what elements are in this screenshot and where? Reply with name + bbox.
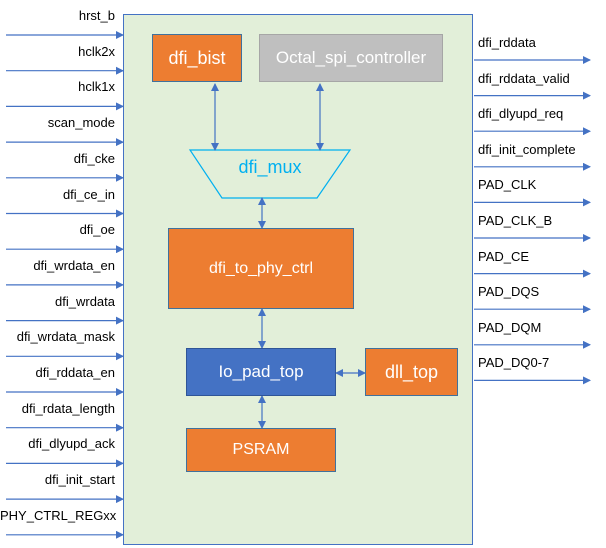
dll-top-block: dll_top [365, 348, 458, 396]
io-pad-top-block: Io_pad_top [186, 348, 336, 396]
psram-block: PSRAM [186, 428, 336, 472]
input-signal-label: scan_mode [47, 115, 115, 131]
output-signal-label: PAD_DQ0-7 [478, 355, 550, 371]
input-signal-label: dfi_oe [79, 222, 115, 238]
input-signal-label: dfi_ce_in [62, 186, 115, 202]
dfi-mux-shape [188, 149, 352, 199]
input-signal-label: dfi_wrdata_mask [16, 329, 115, 345]
input-signal-label: PHY_CTRL_REGxx [0, 507, 117, 523]
output-signal-label: PAD_CLK_B [478, 213, 553, 228]
input-signal-label: dfi_rddata_en [35, 365, 115, 380]
output-signal-label: dfi_dlyupd_req [478, 106, 564, 122]
dfi-mux-label: dfi_mux [238, 157, 302, 177]
output-signal-label: dfi_rddata_valid [478, 70, 570, 86]
output-signal-label: dfi_init_complete [478, 141, 576, 157]
input-signal-label: dfi_wrdata [55, 293, 115, 309]
output-signal-label: PAD_CLK [478, 177, 537, 193]
output-signal-label: PAD_DQM [478, 319, 542, 335]
dfi-to-phy-ctrl-label: dfi_to_phy_ctrl [208, 259, 314, 277]
octal-spi-controller-label: Octal_spi_controller [275, 48, 427, 67]
input-signal-label: dfi_init_start [44, 472, 115, 488]
input-signal-label: dfi_dlyupd_ack [28, 436, 115, 452]
input-signal-label: dfi_cke [73, 150, 115, 166]
psram-label: PSRAM [232, 441, 290, 458]
input-signal-label: hclk1x [78, 79, 115, 95]
dfi-bist-label: dfi_bist [168, 47, 226, 68]
octal-spi-controller-block: Octal_spi_controller [259, 34, 443, 82]
input-signal-label: hrst_b [78, 8, 115, 23]
output-signal-label: dfi_rddata [478, 35, 536, 50]
dfi-bist-block: dfi_bist [152, 34, 242, 82]
input-signal-label: hclk2x [78, 43, 115, 59]
dfi-to-phy-ctrl-block: dfi_to_phy_ctrl [168, 228, 354, 309]
dll-top-label: dll_top [384, 361, 439, 382]
output-signal-label: PAD_DQS [478, 284, 540, 300]
io-pad-top-label: Io_pad_top [218, 362, 304, 381]
input-signal-label: dfi_rdata_length [21, 400, 115, 416]
input-signal-label: dfi_wrdata_en [33, 257, 115, 273]
output-signal-label: PAD_CE [478, 248, 530, 264]
